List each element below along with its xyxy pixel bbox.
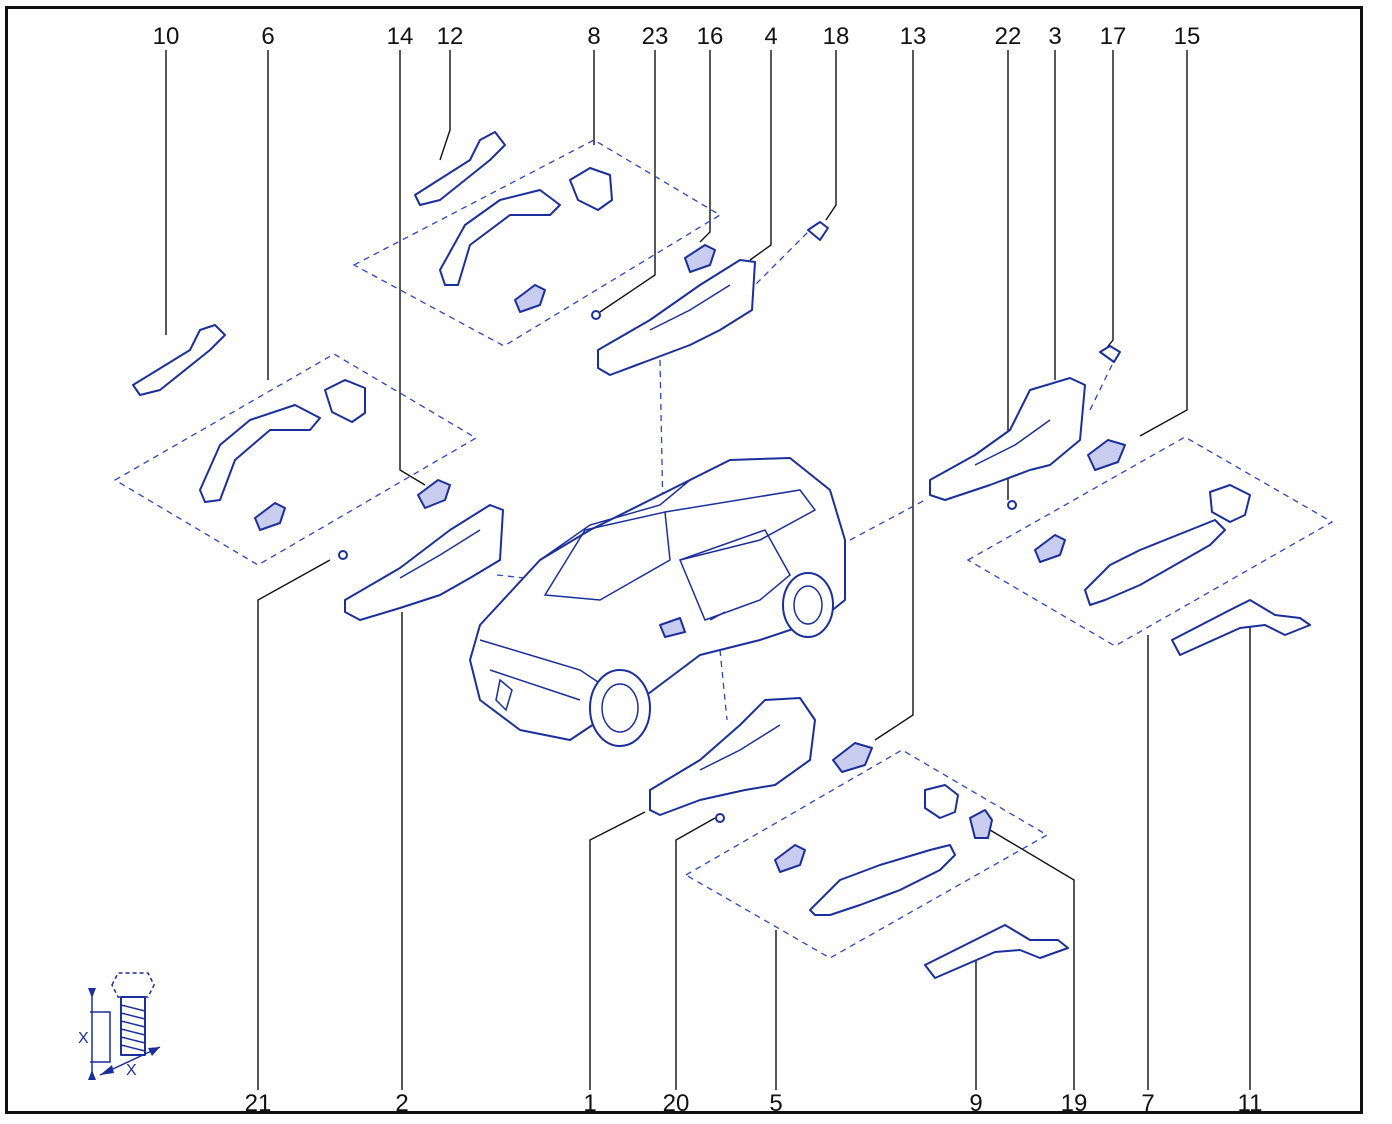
callout-13: 13	[899, 23, 927, 50]
callout-9: 9	[969, 1090, 983, 1117]
callout-11: 11	[1237, 1090, 1263, 1117]
callout-12: 12	[436, 23, 464, 50]
callout-14: 14	[386, 23, 414, 50]
callout-7: 7	[1141, 1090, 1155, 1117]
vehicle-illustration	[469, 457, 846, 747]
callout-23: 23	[641, 23, 669, 50]
dimension-label-vertical: X	[78, 1030, 89, 1047]
callout-17: 17	[1099, 23, 1127, 50]
callout-22: 22	[994, 23, 1022, 50]
callout-1: 1	[583, 1090, 597, 1117]
callout-20: 20	[662, 1090, 690, 1117]
front-left-handle-kit	[929, 345, 1311, 656]
callout-21: 21	[244, 1090, 272, 1117]
top-leader-lines	[165, 50, 1188, 741]
callout-2: 2	[395, 1090, 409, 1117]
front-right-handle-kit	[414, 131, 829, 376]
callout-16: 16	[696, 23, 724, 50]
bolt-torque-icon	[88, 972, 161, 1080]
rear-right-handle-kit	[649, 697, 1069, 979]
callout-8: 8	[587, 23, 601, 50]
callout-3: 3	[1048, 23, 1062, 50]
callout-19: 19	[1060, 1090, 1088, 1117]
bottom-leader-lines	[257, 559, 1251, 1090]
callout-5: 5	[769, 1090, 783, 1117]
callout-18: 18	[822, 23, 850, 50]
callout-4: 4	[764, 23, 778, 50]
dimension-label-horizontal: X	[126, 1062, 137, 1079]
callout-6: 6	[261, 23, 275, 50]
callout-10: 10	[152, 23, 180, 50]
rear-left-handle-kit	[132, 324, 504, 621]
callout-15: 15	[1173, 23, 1201, 50]
